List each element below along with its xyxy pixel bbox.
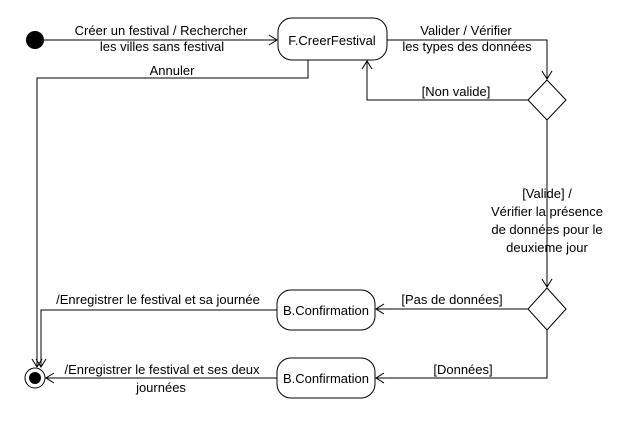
- state-confirmation-1-label: B.Confirmation: [283, 303, 369, 318]
- state-creer-festival: F.CreerFestival: [277, 17, 388, 61]
- label-enregistrer-deux-line1: /Enregistrer le festival et ses deux: [64, 362, 260, 377]
- label-valide-line4: deuxieme jour: [506, 240, 588, 255]
- edge-start-to-creer: [44, 34, 278, 46]
- state-confirmation-2: B.Confirmation: [276, 357, 376, 399]
- edge-confirmation1-to-final: [35, 309, 277, 368]
- edge-decision2-to-confirmation1: [375, 303, 528, 315]
- label-start-line2: les villes sans festival: [100, 39, 224, 54]
- decision-node-2: [527, 287, 567, 331]
- label-start-line1: Créer un festival / Rechercher: [75, 23, 248, 38]
- label-donnees: [Données]: [433, 362, 492, 377]
- state-creer-festival-label: F.CreerFestival: [288, 33, 376, 48]
- label-non-valide: [Non valide]: [422, 84, 491, 99]
- label-valide-line3: de données pour le: [491, 222, 602, 237]
- label-pas-de-donnees: [Pas de données]: [401, 292, 502, 307]
- label-valide-line2: Vérifier la présence: [491, 204, 603, 219]
- edge-decision1-to-decision2: [541, 120, 553, 288]
- edge-confirmation2-to-final: [45, 372, 277, 384]
- label-annuler: Annuler: [150, 63, 195, 78]
- edge-decision2-to-confirmation2: [375, 330, 548, 384]
- final-node: [24, 367, 46, 389]
- initial-node: [26, 31, 44, 49]
- decision-node-1: [527, 79, 567, 121]
- label-enregistrer-journee: /Enregistrer le festival et sa journée: [56, 292, 260, 307]
- label-valider-line2: les types des données: [402, 39, 532, 54]
- label-valider-line1: Valider / Vérifier: [420, 23, 512, 38]
- label-enregistrer-deux-line2: journées: [135, 380, 186, 395]
- state-confirmation-2-label: B.Confirmation: [283, 371, 369, 386]
- edge-decision1-to-creer: [361, 60, 528, 101]
- label-valide-line1: [Valide] /: [522, 186, 572, 201]
- state-confirmation-1: B.Confirmation: [276, 289, 376, 331]
- edge-creer-to-final: [31, 60, 309, 368]
- edge-creer-to-decision1: [387, 39, 553, 80]
